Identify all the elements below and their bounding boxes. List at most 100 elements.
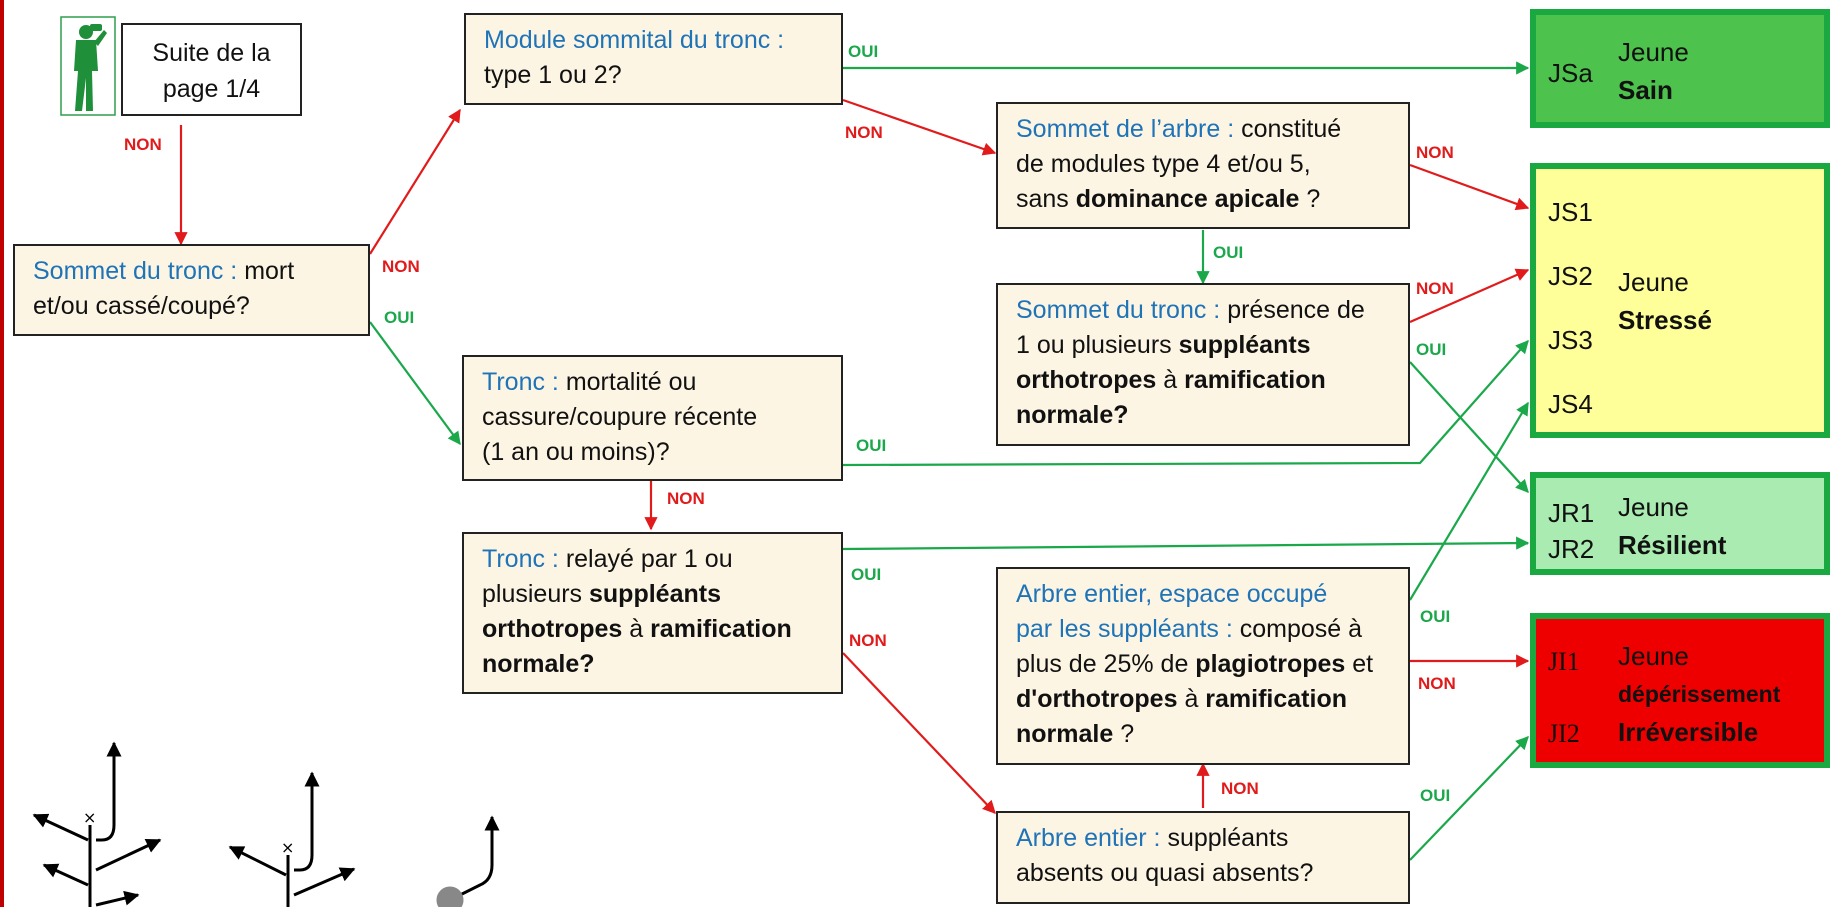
q2-title: Module sommital du tronc : xyxy=(484,26,785,54)
label-non-mortalite: NON xyxy=(667,489,705,508)
result-irreversible-code-2: JI2 xyxy=(1548,719,1580,748)
q6-t1: relayé par 1 ou xyxy=(558,545,733,573)
result-stresse-code-1: JS1 xyxy=(1548,197,1593,227)
result-irreversible-line2: dépérissement xyxy=(1618,681,1781,707)
q1-text1: mort xyxy=(237,257,295,285)
q5-title: Tronc : xyxy=(482,368,559,396)
q4-t2a: 1 ou plusieurs xyxy=(1016,331,1179,359)
q1-text2: et/ou cassé/coupé? xyxy=(33,292,250,320)
q6-t3b: à xyxy=(622,615,651,643)
label-oui-arbre: OUI xyxy=(1213,243,1244,262)
label-non-module: NON xyxy=(845,123,883,142)
start-line1: Suite de la xyxy=(152,39,271,67)
q1-title: Sommet du tronc : xyxy=(33,257,238,285)
result-irreversible-line3: Irréversible xyxy=(1618,717,1759,747)
label-non-presence: NON xyxy=(1416,279,1454,298)
tree-sketch-3 xyxy=(436,815,500,907)
svg-text:×: × xyxy=(83,808,96,827)
q5-t1: mortalité ou xyxy=(558,368,697,396)
label-oui-absents: OUI xyxy=(1420,786,1451,805)
q7-t2b: plagiotropes xyxy=(1195,650,1346,678)
result-stresse-code-4: JS4 xyxy=(1548,389,1593,419)
label-non-espace: NON xyxy=(1418,674,1456,693)
result-sain-line2: Sain xyxy=(1618,75,1673,105)
q7-title1: Arbre entier, espace occupé xyxy=(1016,580,1328,608)
q3-t3c: ? xyxy=(1299,185,1321,213)
result-sain-line1: Jeune xyxy=(1618,37,1689,67)
q8-t2: absents ou quasi absents? xyxy=(1016,859,1314,887)
q6-t3a: orthotropes xyxy=(482,615,623,643)
q7-t1: composé à xyxy=(1232,615,1363,643)
svg-text:×: × xyxy=(281,838,294,857)
tree-sketch-2: × xyxy=(228,771,356,907)
q4-t3c: ramification xyxy=(1184,366,1326,394)
q7-title2: par les suppléants : xyxy=(1016,615,1233,643)
q5-t2: cassure/coupure récente xyxy=(482,403,758,431)
q3-t2: de modules type 4 et/ou 5, xyxy=(1016,150,1311,178)
q6-title: Tronc : xyxy=(482,545,559,573)
q4-t4: normale? xyxy=(1016,401,1129,429)
arrow-arbre-non-stresse xyxy=(1409,163,1530,211)
q8-title: Arbre entier : xyxy=(1016,824,1161,852)
q6-t4: normale? xyxy=(482,650,595,678)
q7-t3b: à xyxy=(1177,685,1206,713)
result-resilient-code-1: JR1 xyxy=(1548,498,1595,528)
left-red-border xyxy=(0,0,4,907)
question-suppleants-absents: Arbre entier : suppléants absents ou qua… xyxy=(996,811,1410,904)
question-sommet-du-tronc: Sommet du tronc : mort et/ou cassé/coupé… xyxy=(13,244,370,336)
label-oui-relaye: OUI xyxy=(851,565,882,584)
q6-t3c: ramification xyxy=(650,615,792,643)
q7-t3c: ramification xyxy=(1205,685,1347,713)
tree-architecture-sketches: × × xyxy=(32,741,500,907)
arrow-mortalite-oui-stresse xyxy=(842,340,1529,467)
start-line2: page 1/4 xyxy=(162,75,261,103)
label-non-arbre: NON xyxy=(1416,143,1454,162)
result-stresse-code-2: JS2 xyxy=(1548,261,1593,291)
arrow-absents-oui-irreversible xyxy=(1409,736,1529,861)
result-stresse-line1: Jeune xyxy=(1618,267,1689,297)
q3-t3b: dominance apicale xyxy=(1075,185,1300,213)
arrow-espace-oui-stresse xyxy=(1409,401,1529,601)
q3-title: Sommet de l’arbre : xyxy=(1016,115,1235,143)
result-sain-code: JSa xyxy=(1548,58,1593,88)
result-resilient: JR1 JR2 Jeune Résilient xyxy=(1530,472,1830,575)
arrow-sommet-oui-mortalite xyxy=(369,321,461,446)
label-oui-mortalite: OUI xyxy=(856,436,887,455)
label-non-start: NON xyxy=(124,135,162,154)
q7-t2c: et xyxy=(1345,650,1374,678)
label-non-relaye: NON xyxy=(849,631,887,650)
question-tronc-mortalite: Tronc : mortalité ou cassure/coupure réc… xyxy=(462,355,843,481)
q4-title: Sommet du tronc : xyxy=(1016,296,1221,324)
result-irreversible: JI1 JI2 Jeune dépérissement Irréversible xyxy=(1530,613,1830,768)
arrow-presence-oui-resilient xyxy=(1409,361,1529,493)
q3-t1: constitué xyxy=(1234,115,1342,143)
q7-t3a: d'orthotropes xyxy=(1016,685,1178,713)
label-oui-sommet: OUI xyxy=(384,308,415,327)
question-espace-occupe: Arbre entier, espace occupé par les supp… xyxy=(996,567,1410,765)
result-irreversible-code-1: JI1 xyxy=(1548,647,1580,676)
question-sommet-arbre: Sommet de l’arbre : constitué de modules… xyxy=(996,102,1410,229)
q2-text: type 1 ou 2? xyxy=(484,61,622,89)
question-module-sommital: Module sommital du tronc : type 1 ou 2? xyxy=(464,13,843,105)
label-non-absents: NON xyxy=(1221,779,1259,798)
q8-t1: suppléants xyxy=(1160,824,1289,852)
q4-t2b: suppléants xyxy=(1178,331,1311,359)
label-non-sommet: NON xyxy=(382,257,420,276)
label-oui-espace: OUI xyxy=(1420,607,1451,626)
result-resilient-code-2: JR2 xyxy=(1548,534,1595,564)
q3-t3a: sans xyxy=(1016,185,1076,213)
q4-t1: présence de xyxy=(1220,296,1365,324)
q6-t2b: suppléants xyxy=(589,580,721,608)
result-stresse-code-3: JS3 xyxy=(1548,325,1593,355)
arrow-relaye-non-absents xyxy=(842,652,996,814)
arrow-module-non-arbre xyxy=(842,98,997,156)
tree-sketch-1: × xyxy=(32,741,162,907)
q6-t2a: plusieurs xyxy=(482,580,589,608)
label-oui-presence: OUI xyxy=(1416,340,1447,359)
arrow-presence-non-stresse xyxy=(1409,268,1530,324)
result-irreversible-line1: Jeune xyxy=(1618,641,1689,671)
q7-t2a: plus de 25% de xyxy=(1016,650,1196,678)
start-box: Suite de la page 1/4 xyxy=(121,23,302,116)
q7-t4b: ? xyxy=(1113,720,1135,748)
